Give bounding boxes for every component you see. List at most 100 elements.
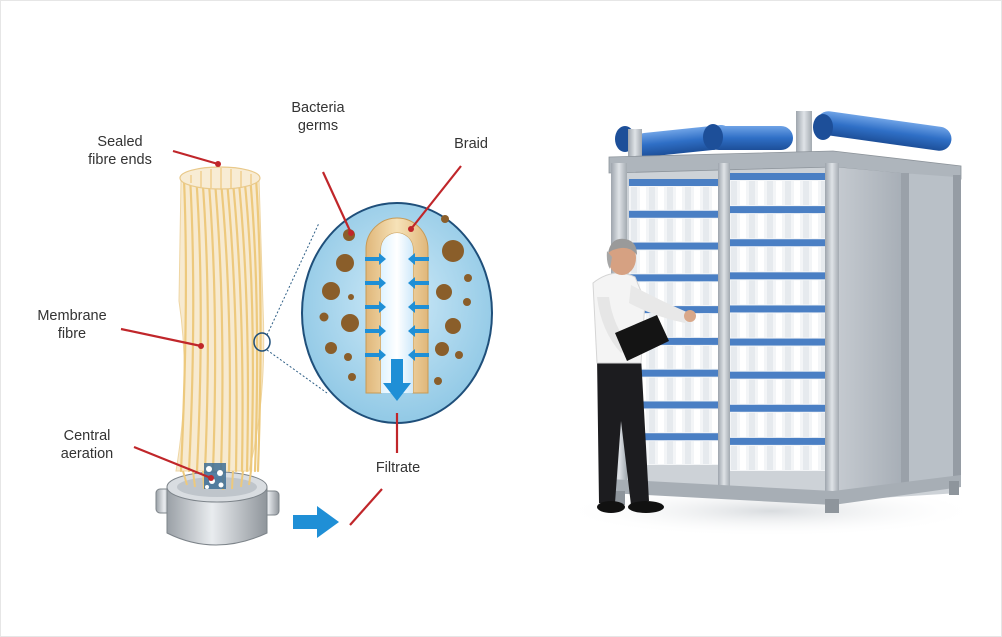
membrane-sheet [631,218,637,242]
membrane-sheet [803,412,809,437]
membrane-sheet [694,377,700,401]
membrane-sheet [731,214,737,239]
membrane-sheet [703,250,709,274]
membrane-sheet [767,445,773,470]
membrane-sheet [767,313,773,338]
membrane-sheet [812,214,818,239]
membrane-sheet [785,280,791,305]
membrane-sheet [776,379,782,404]
membrane-sheet [703,345,709,369]
membrane-sheet [649,250,655,274]
membrane-sheet [785,445,791,470]
module-header-bar [629,369,719,377]
membrane-sheet [821,214,827,239]
membrane-sheet [667,282,673,306]
membrane-sheet [794,214,800,239]
membrane-sheet [703,377,709,401]
membrane-sheet [767,181,773,206]
membrane-sheet [712,441,718,464]
module-header-bar [729,239,829,247]
membrane-sheet [667,218,673,242]
membrane-sheet [694,345,700,369]
membrane-sheet [812,379,818,404]
module-header-bar [629,337,719,345]
membrane-sheet [667,441,673,464]
module-header-bar [729,404,829,412]
label-bacteria-germs: Bacteria germs [291,100,345,134]
membrane-sheet [794,181,800,206]
membrane-sheet [740,313,746,338]
membrane-sheet [821,280,827,305]
module-header-bar [729,305,829,313]
module-header-bar [629,210,719,218]
module-header-bar [629,242,719,250]
membrane-sheet [776,181,782,206]
module-header-bar [729,338,829,346]
membrane-sheet [740,214,746,239]
membrane-sheet [776,214,782,239]
membrane-sheet [803,280,809,305]
membrane-sheet [821,379,827,404]
membrane-sheet [685,187,691,210]
membrane-sheet [649,409,655,433]
module-header-bar [729,206,829,214]
membrane-sheet [703,282,709,306]
membrane-sheet [749,247,755,272]
membrane-sheet [740,280,746,305]
membrane-sheet [740,412,746,437]
membrane-sheet [794,313,800,338]
filtrate-outflow-arrow [293,506,339,538]
membrane-sheet [740,346,746,371]
module-header-bar [729,173,829,180]
label-sealed-fibre-ends: Sealed fibre ends [88,134,152,168]
membrane-sheet [712,314,718,337]
membrane-sheet [749,379,755,404]
membrane-sheet [685,218,691,242]
membrane-sheet [676,441,682,464]
membrane-sheet [740,445,746,470]
membrane-sheet [685,250,691,274]
membrane-sheet [694,441,700,464]
membrane-sheet [658,250,664,274]
membrane-sheet [794,247,800,272]
membrane-sheet [785,412,791,437]
membrane-sheet [767,214,773,239]
membrane-sheet [821,181,827,206]
membrane-sheet [758,280,764,305]
membrane-sheet [649,377,655,401]
membrane-sheet [667,314,673,337]
membrane-sheet [812,445,818,470]
membrane-sheet [812,280,818,305]
membrane-sheet [685,377,691,401]
membrane-sheet [649,441,655,464]
membrane-sheet [676,187,682,210]
membrane-sheet [794,412,800,437]
membrane-sheet [758,214,764,239]
membrane-sheet [649,187,655,210]
membrane-sheet [712,250,718,274]
membrane-sheet [758,379,764,404]
membrane-sheet [712,282,718,306]
membrane-sheet [776,280,782,305]
membrane-sheet [640,218,646,242]
membrane-sheet [731,280,737,305]
membrane-sheet [640,377,646,401]
membrane-sheet [812,247,818,272]
membrane-sheet [685,314,691,337]
membrane-sheet [767,412,773,437]
membrane-sheet [685,282,691,306]
membrane-sheet [776,346,782,371]
zoom-detail [301,202,493,424]
membrane-sheet [676,409,682,433]
membrane-sheet [785,346,791,371]
membrane-sheet [758,313,764,338]
membrane-sheet [694,409,700,433]
module-header-bar [729,437,829,445]
membrane-sheet [658,282,664,306]
module-header-bar [629,179,719,186]
membrane-sheet [794,346,800,371]
membrane-sheet [676,377,682,401]
membrane-sheet [658,187,664,210]
module-header-bar [729,371,829,379]
membrane-sheet [803,379,809,404]
